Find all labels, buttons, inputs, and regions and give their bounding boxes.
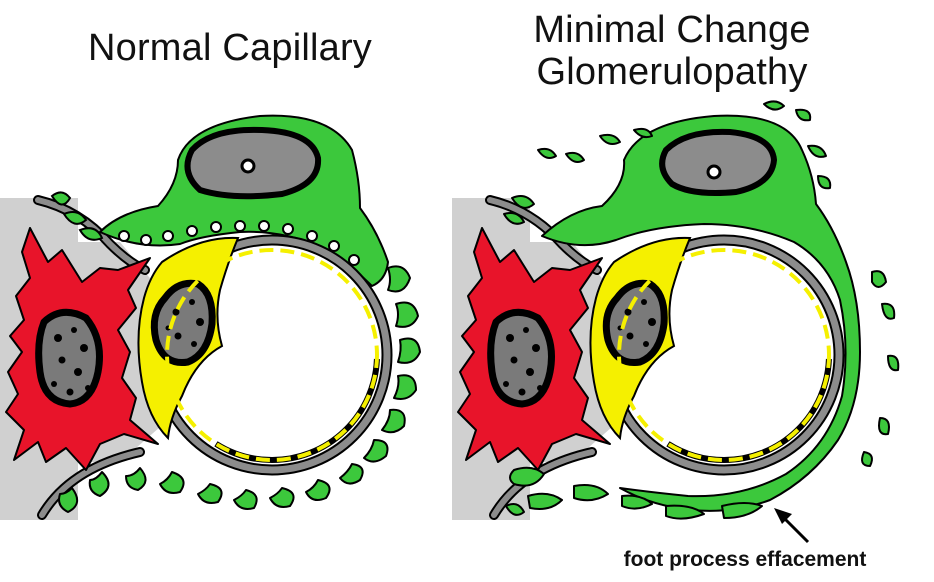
title-minimal-change-line1: Minimal Change <box>533 9 810 51</box>
foot-processes-ring <box>58 265 421 513</box>
title-minimal-change-line2: Glomerulopathy <box>536 51 807 93</box>
title-normal-capillary: Normal Capillary <box>88 27 372 69</box>
annotation-foot-process-effacement: foot process effacement <box>624 548 867 571</box>
podocyte-fragments <box>503 100 900 520</box>
podocyte-nucleus <box>659 128 778 196</box>
podocyte-nucleolus <box>706 164 722 180</box>
foot-processes-top <box>118 220 360 266</box>
podocyte-fragments-left <box>50 191 104 241</box>
panel-normal-capillary: Normal Capillary <box>0 27 421 520</box>
panel-minimal-change: Minimal Change Glomerulopathy <box>452 9 900 571</box>
podocyte-nucleolus <box>240 158 256 174</box>
effacement-arrow <box>774 508 810 544</box>
